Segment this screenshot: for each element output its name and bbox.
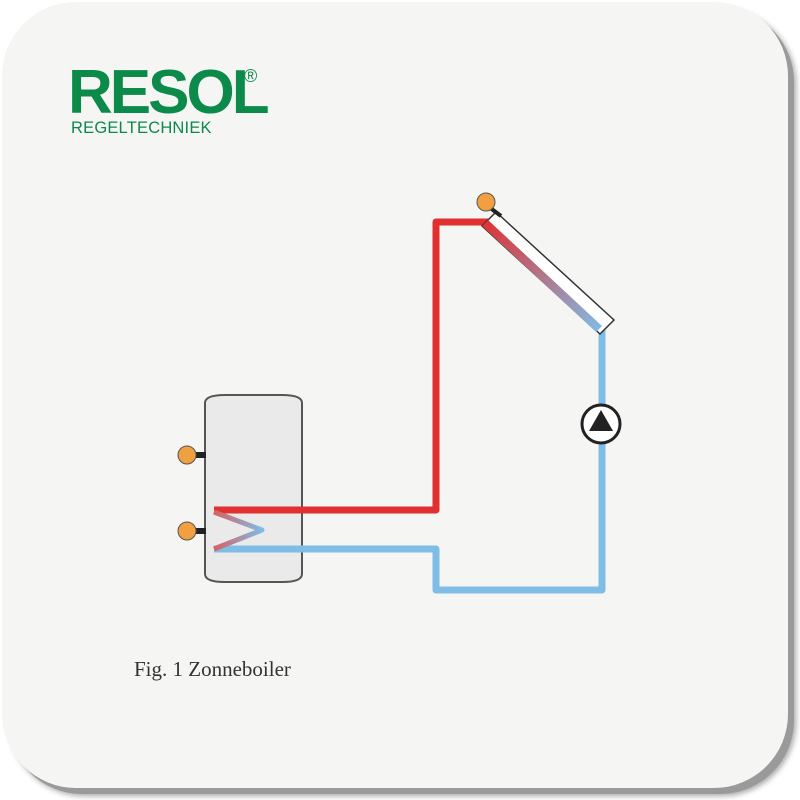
hot-pipe: [214, 218, 488, 514]
solar-collector-icon: [480, 210, 616, 336]
heat-exchanger-coil: [213, 509, 265, 552]
figure-caption: Fig. 1 Zonneboiler: [134, 657, 291, 681]
logo-subtitle: REGELTECHNIEK: [71, 119, 212, 137]
resol-logo: RESOL ® REGELTECHNIEK: [68, 60, 288, 150]
logo-wordmark: RESOL: [68, 58, 270, 127]
tank-sensor-bottom-icon: [177, 521, 206, 541]
card-background: [2, 2, 788, 788]
cold-pipe: [214, 330, 606, 594]
logo-registered-mark: ®: [244, 66, 258, 86]
tank-sensor-top-icon: [177, 445, 206, 465]
storage-tank-icon: [204, 394, 303, 583]
collector-sensor-icon: [476, 192, 503, 218]
circulation-pump-icon: [580, 403, 622, 445]
